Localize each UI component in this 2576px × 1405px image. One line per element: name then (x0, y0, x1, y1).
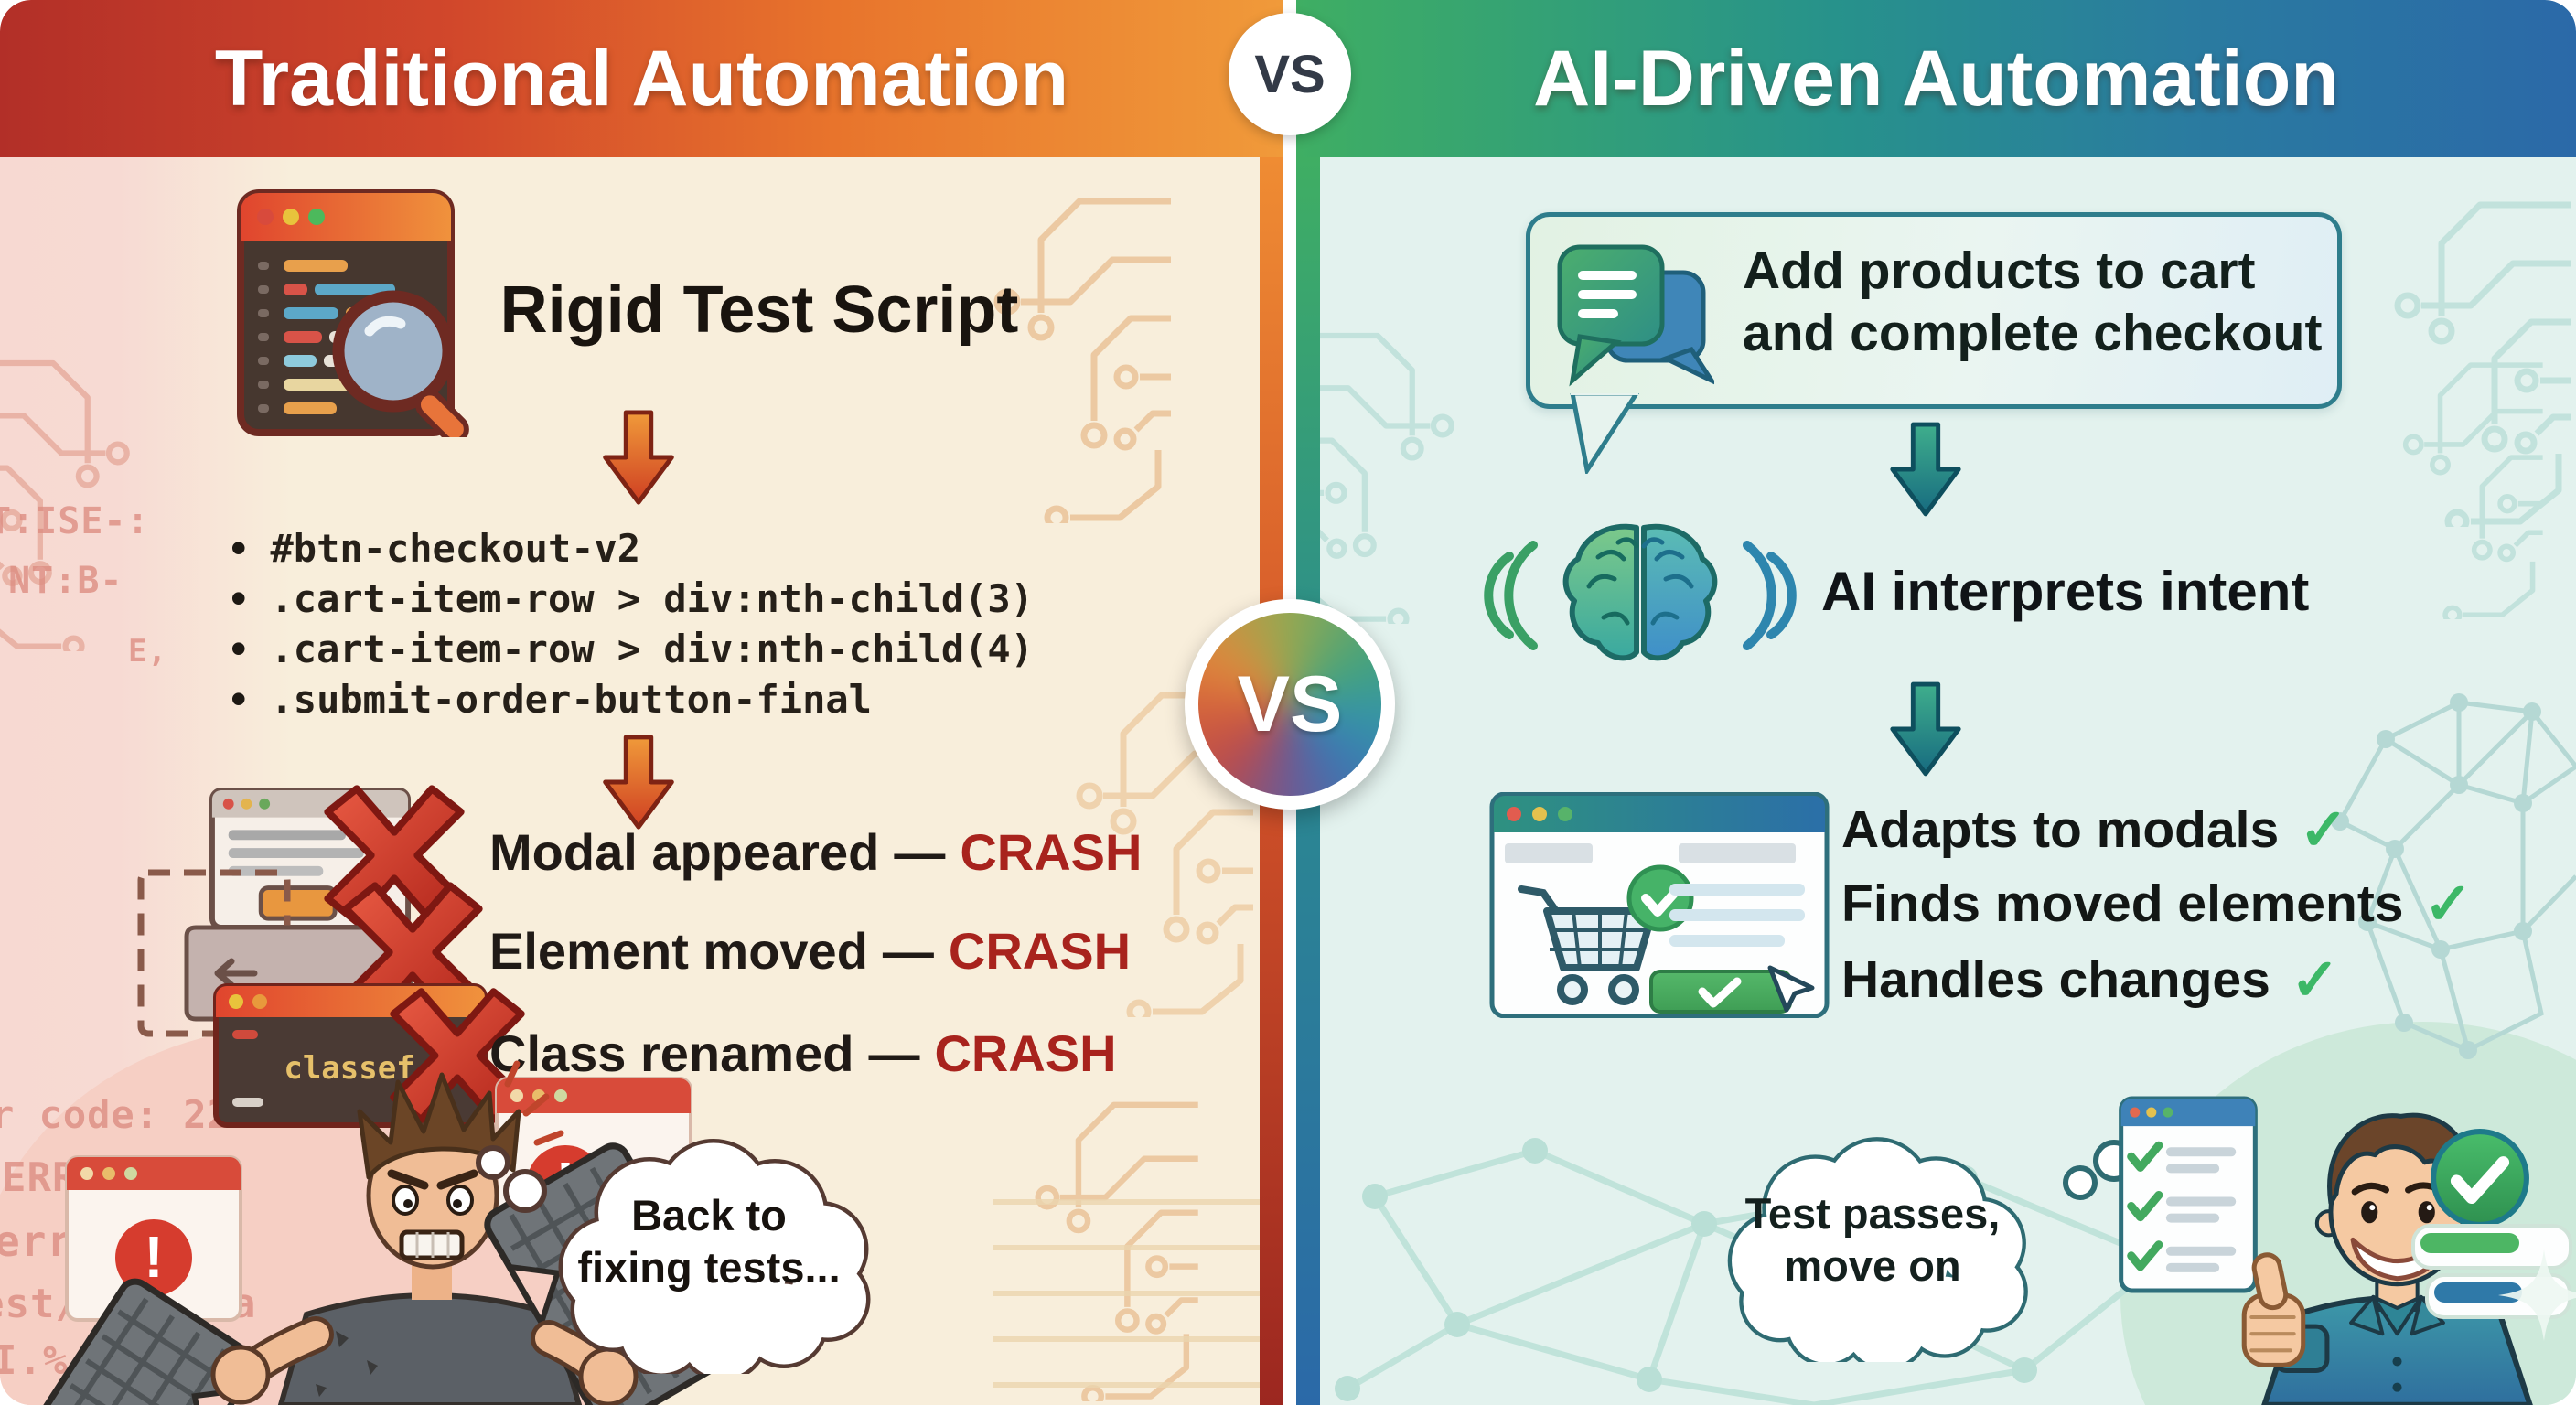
happy-developer-illustration (2241, 1112, 2533, 1405)
red-x-icon (324, 785, 465, 926)
progress-bar-blue (2425, 1273, 2571, 1319)
thought-cloud (558, 1139, 871, 1374)
frustrated-developer-illustration: ! ! (14, 1060, 718, 1405)
terminal-label: classef (284, 1050, 414, 1087)
bullet-icon: • (231, 623, 247, 674)
failure-label: Element moved (489, 922, 868, 980)
selector-item: • .cart-item-row > div:nth-child(4) (231, 624, 1034, 673)
check-icon: ✓ (2290, 946, 2340, 1013)
thought-text: Back to fixing tests... (577, 1191, 841, 1292)
bg-code-text: I.% (0, 1337, 69, 1384)
selector-item: • .submit-order-button-final (231, 674, 872, 724)
capability-row: Finds moved elements ✓ (1841, 870, 2474, 937)
ai-title: AI-Driven Automation (1533, 34, 2339, 123)
capability-row: Adapts to modals ✓ (1841, 796, 2348, 863)
traditional-header: Traditional Automation (0, 0, 1283, 157)
brain-with-waves-icon (1484, 523, 1797, 661)
circuit-decor (933, 176, 1171, 523)
thought-trail-dot (2063, 1165, 2098, 1200)
failure-row: Class renamed—CRASH (489, 1024, 1117, 1083)
down-arrow-icon (603, 410, 674, 505)
down-arrow-icon (1890, 422, 1961, 517)
bullet-icon: • (231, 673, 247, 724)
down-arrow-icon (603, 735, 674, 830)
failure-label: Modal appeared (489, 823, 880, 881)
code-window-magnifier-icon (237, 189, 469, 437)
chat-bubbles-icon (1557, 244, 1714, 387)
circuit-decor (951, 1081, 1226, 1401)
bubble-tail (1570, 393, 1639, 474)
wireframe-brain-decor (2331, 693, 2576, 1059)
bg-code-text: 'NT:B- (0, 560, 123, 602)
dash: — (894, 823, 946, 881)
thought-trail-dot (503, 1169, 547, 1213)
circuit-decor (2334, 179, 2571, 527)
thought-text: Test passes, move on (1744, 1189, 2001, 1290)
thought-cloud (1727, 1137, 2028, 1362)
thumbs-up-icon (2241, 1252, 2330, 1374)
traditional-title: Traditional Automation (214, 34, 1069, 123)
vs-badge-top: VS (1229, 13, 1351, 135)
lines-decor (993, 1159, 1260, 1405)
red-x-icon (390, 988, 525, 1123)
dash: — (882, 922, 934, 980)
browser-cart-check-icon (1489, 792, 1830, 1018)
broken-keyboard-icon (14, 1278, 258, 1405)
vs-badge-center: VS (1185, 599, 1395, 810)
svg-text:!: ! (144, 1224, 163, 1290)
circuit-decor (0, 340, 192, 651)
step-heading: Rigid Test Script (499, 273, 1019, 347)
capability-row: Handles changes ✓ (1841, 946, 2340, 1013)
checklist-window-icon (2119, 1096, 2258, 1293)
crash-status: CRASH (934, 1024, 1117, 1082)
down-arrow-icon (1890, 681, 1961, 777)
ai-step-heading: AI interprets intent (1821, 561, 2310, 622)
bg-code-text: r code: 221 (0, 1092, 256, 1137)
progress-bar-green (2411, 1224, 2572, 1270)
failure-row: Element moved—CRASH (489, 921, 1131, 981)
thought-trail-dot (476, 1145, 510, 1180)
css-selector: .submit-order-button-final (270, 676, 872, 722)
crash-status: CRASH (960, 823, 1143, 881)
css-selector: .cart-item-row > div:nth-child(4) (270, 626, 1034, 671)
prompt-text: Add products to cart and complete checko… (1743, 241, 2323, 362)
failure-row: Modal appeared—CRASH (489, 822, 1142, 882)
dash: — (868, 1024, 920, 1082)
check-icon: ✓ (2299, 796, 2348, 863)
selector-item: • #btn-checkout-v2 (231, 523, 640, 573)
traditional-panel: T:ISE-: 'NT:B- E, r code: 221 ERROR_NV e… (0, 157, 1260, 1405)
selector-item: • .cart-item-row > div:nth-child(3) (231, 574, 1034, 623)
ai-panel: Add products to cart and complete checko… (1320, 157, 2576, 1405)
bg-code-text: T:ISE-: (0, 500, 150, 542)
check-icon: ✓ (2423, 870, 2474, 937)
crash-status: CRASH (948, 922, 1132, 980)
circuit-decor (2322, 345, 2576, 619)
bullet-icon: • (231, 522, 247, 574)
cursor-icon (1767, 965, 1815, 1013)
css-selector: #btn-checkout-v2 (270, 525, 641, 571)
css-selector: .cart-item-row > div:nth-child(3) (270, 575, 1034, 621)
bg-code-text: E, (128, 633, 167, 670)
ai-header: AI-Driven Automation (1296, 0, 2576, 157)
failure-label: Class renamed (489, 1024, 854, 1082)
bullet-icon: • (231, 573, 247, 624)
green-check-circle-icon (2431, 1129, 2529, 1228)
